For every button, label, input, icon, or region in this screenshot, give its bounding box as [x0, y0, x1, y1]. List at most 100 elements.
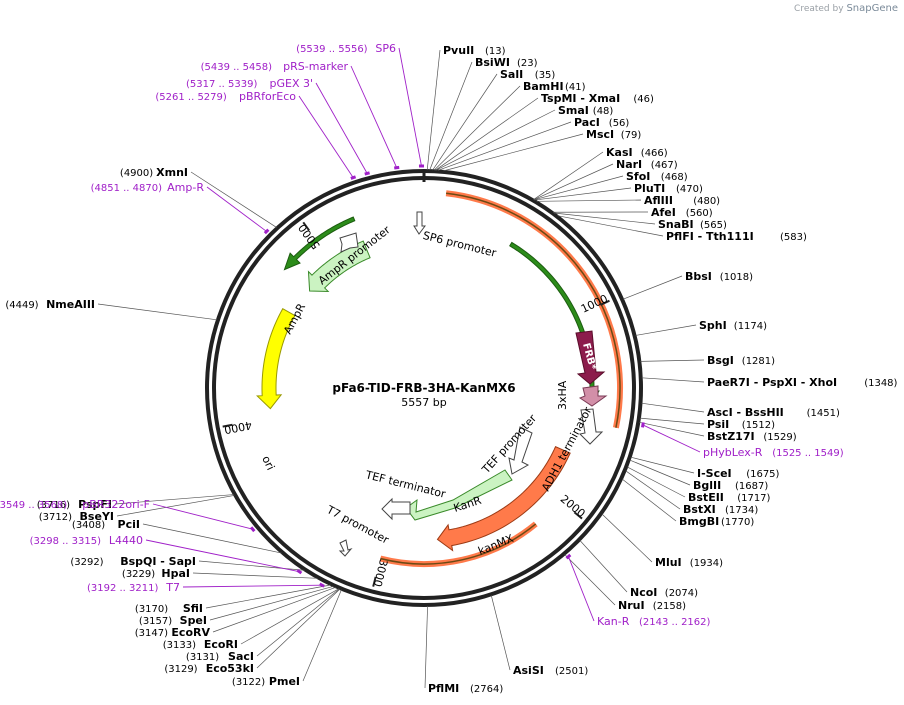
site-leader	[564, 554, 616, 606]
site-position: (1717)	[737, 493, 770, 504]
site-label-pflfi-tth111i: PflFI - Tth111I	[666, 230, 754, 243]
feature-label-t7-promoter: T7 promoter	[324, 503, 392, 547]
tick-mark	[222, 423, 233, 428]
outer-arc-outline	[446, 192, 621, 428]
site-leader	[641, 377, 705, 383]
site-position: (467)	[651, 160, 678, 171]
site-leader	[190, 171, 277, 228]
primer-label-t7: T7	[165, 581, 180, 594]
tick-label: 3000	[371, 558, 391, 588]
primer-label-pbrforeco: pBRforEco	[239, 90, 296, 103]
site-leader	[601, 513, 653, 563]
primer-mark	[394, 165, 400, 170]
site-leader	[622, 275, 683, 300]
site-label-asci-bsshii: AscI - BssHII	[707, 406, 784, 419]
site-leader	[490, 595, 511, 671]
site-label-paci: PacI	[574, 116, 600, 129]
site-leader	[114, 494, 234, 505]
site-leader	[536, 199, 642, 202]
primer-range: (4851 .. 4870)	[91, 183, 163, 194]
adh1-terminator-arrow	[578, 408, 604, 445]
site-leader	[424, 605, 428, 689]
site-leader	[557, 215, 664, 237]
feature-label-3xha: 3xHA	[556, 380, 569, 410]
site-position: (4449)	[5, 300, 38, 311]
primer-label-pbr322ori-f: pBR322ori-F	[82, 498, 150, 511]
site-label-asisi: AsiSI	[513, 664, 544, 677]
site-position: (1174)	[734, 321, 767, 332]
ampr-green-arc	[283, 216, 356, 271]
site-leader	[534, 187, 632, 201]
site-position: (3712)	[39, 512, 72, 523]
site-position: (2158)	[653, 601, 686, 612]
frb-arrow	[575, 330, 606, 385]
primer-sites: SP6(5539 .. 5556)pRS-marker(5439 .. 5458…	[0, 42, 844, 628]
site-leader	[192, 572, 318, 579]
site-leader	[205, 584, 331, 609]
site-label-spei: SpeI	[180, 614, 207, 627]
site-label-eco53ki: Eco53kI	[206, 662, 254, 675]
primer-leader	[152, 503, 253, 530]
tick-mark	[302, 221, 310, 231]
site-label-nari: NarI	[616, 158, 642, 171]
site-position: (1348)	[864, 378, 897, 389]
restriction-sites: PvuII(13)BsiWI(23)SalI(35)BamHI(41)TspMI…	[5, 44, 897, 695]
site-position: (1512)	[742, 420, 775, 431]
site-position: (1687)	[735, 481, 768, 492]
site-leader	[240, 588, 340, 645]
tick-label: 2000	[558, 492, 588, 520]
site-label-bstz17i: BstZ17I	[707, 430, 755, 443]
site-position: (35)	[535, 70, 556, 81]
primer-label-prs-marker: pRS-marker	[283, 60, 348, 73]
primer-leader	[398, 47, 422, 167]
kanmx-arrow	[436, 445, 571, 552]
site-leader	[198, 560, 305, 571]
site-label-nmeaiii: NmeAIII	[46, 298, 95, 311]
site-label-bamhi: BamHI	[523, 80, 564, 93]
site-position: (466)	[641, 148, 668, 159]
site-leader	[142, 523, 282, 554]
site-leader	[97, 303, 217, 321]
site-position: (1451)	[807, 408, 840, 419]
primer-range: (5317 .. 5339)	[186, 79, 258, 90]
site-leader	[627, 466, 686, 498]
site-leader	[256, 588, 341, 669]
feature-label-adh1-terminator: ADH1 terminator	[539, 405, 594, 494]
site-label-ecorv: EcoRV	[171, 626, 210, 639]
snapgene-brand: Created by SnapGene	[794, 3, 898, 14]
site-label-hpai: HpaI	[161, 567, 190, 580]
primer-mark	[640, 422, 645, 428]
site-label-bmgbi: BmgBI	[679, 515, 719, 528]
site-label-pflmi: PflMI	[428, 682, 459, 695]
site-leader	[212, 587, 336, 633]
primer-range: (3192 .. 3211)	[87, 583, 159, 594]
feature-label-sp6-promoter: SP6 promoter	[422, 229, 499, 260]
site-leader	[302, 589, 342, 682]
primer-mark	[319, 582, 325, 588]
site-position: (46)	[633, 94, 654, 105]
site-label-bsteii: BstEII	[688, 491, 724, 504]
site-position: (2074)	[665, 588, 698, 599]
leader-lines	[97, 47, 705, 689]
site-label-snabi: SnaBI	[658, 218, 694, 231]
primer-label-l4440: L4440	[109, 534, 143, 547]
lower-arc-outline	[380, 523, 537, 565]
site-position: (565)	[700, 220, 727, 231]
site-label-sphi: SphI	[699, 319, 727, 332]
tick-mark	[573, 511, 583, 520]
primer-mark	[296, 569, 303, 575]
site-position: (3147)	[135, 628, 168, 639]
site-label-pvuii: PvuII	[443, 44, 474, 57]
primer-range: (5439 .. 5458)	[201, 62, 273, 73]
site-leader	[209, 586, 334, 621]
ha-arrow	[578, 385, 608, 407]
site-label-tspmi-xmai: TspMI - XmaI	[541, 92, 620, 105]
ampr-promoter-arrow	[339, 232, 359, 253]
sp6-promoter-arrow	[413, 211, 426, 235]
site-leader	[435, 109, 556, 171]
site-position: (3122)	[232, 677, 265, 688]
primer-label-phyblex-r: pHybLex-R	[703, 446, 763, 459]
site-label-sali: SalI	[500, 68, 523, 81]
site-leader	[621, 478, 677, 522]
